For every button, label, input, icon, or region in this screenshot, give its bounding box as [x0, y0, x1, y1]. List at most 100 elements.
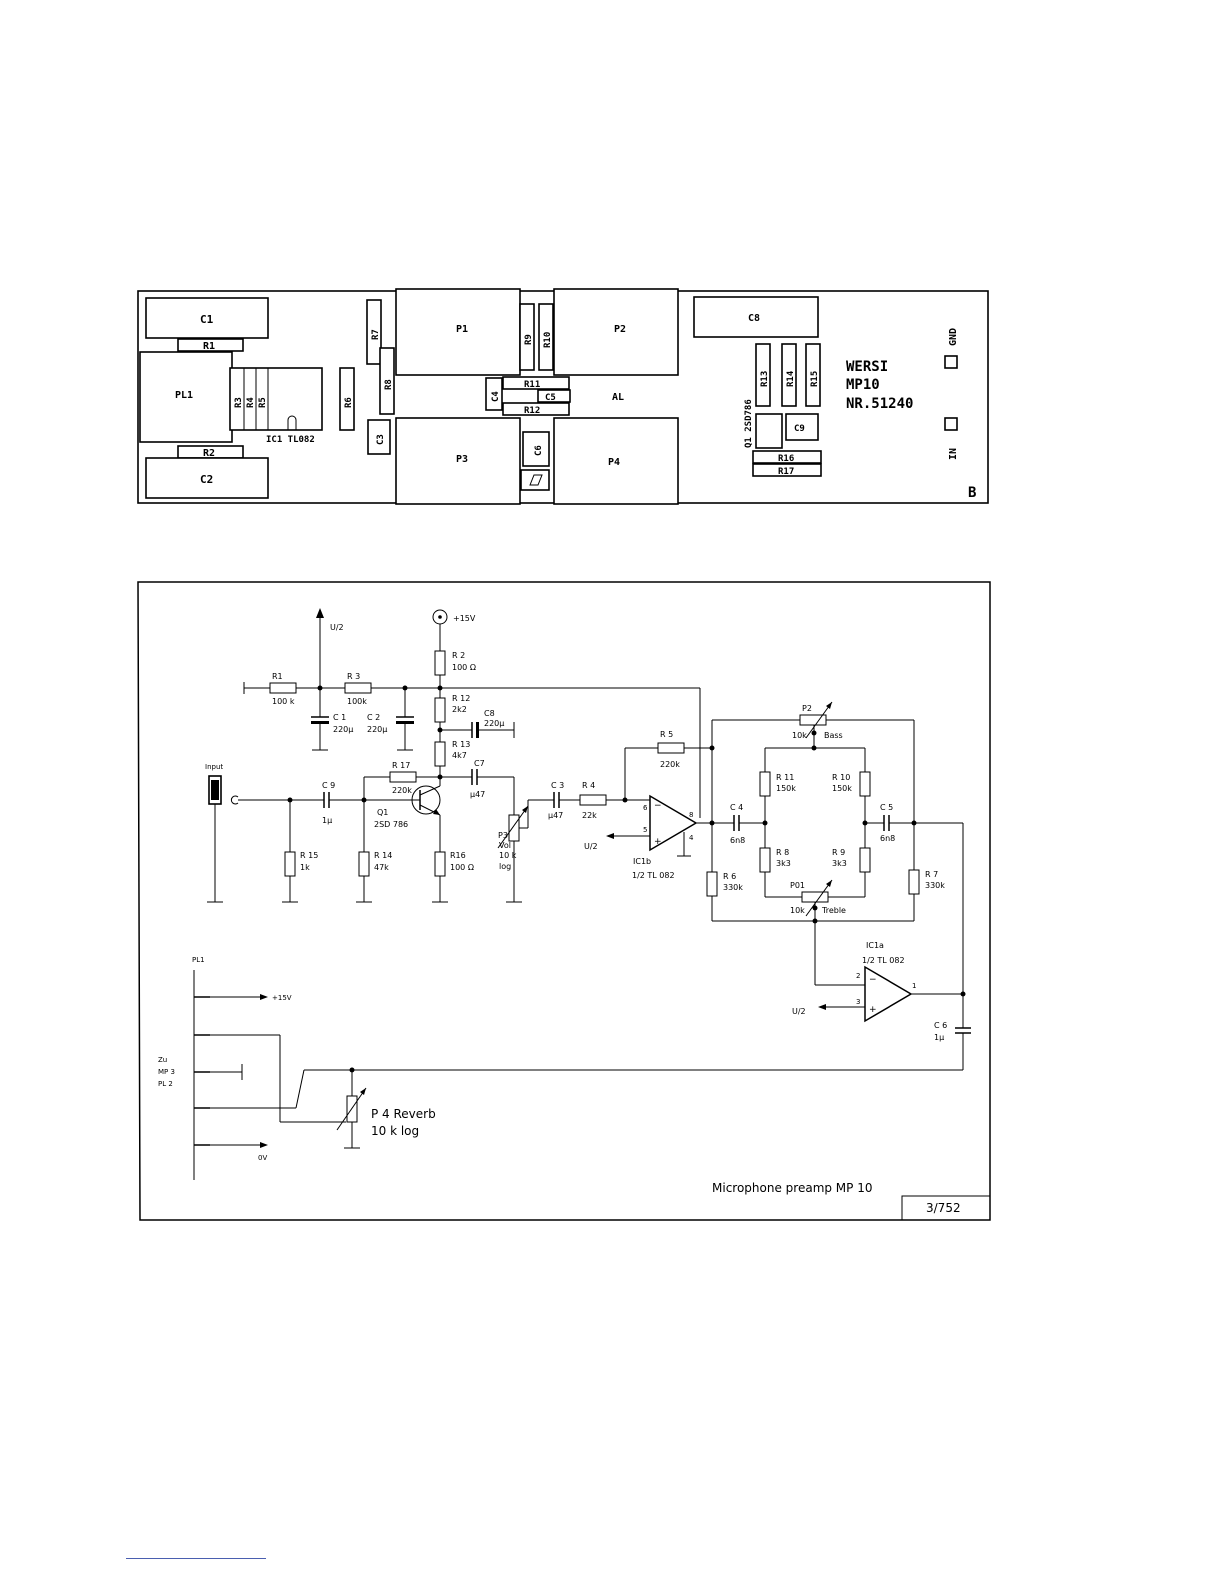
- pcb-c9: [785, 413, 819, 441]
- pcb-c6-label: C6: [534, 445, 544, 456]
- c3-name: C 3: [551, 781, 564, 790]
- pcb-board-letter: B: [968, 485, 976, 501]
- r5: [657, 742, 685, 754]
- pcb-layout: C1 R1 PL1 R2 C2 R3 R4 R5 IC1 TL082 R6 R7…: [137, 288, 989, 505]
- p4-value: 10 k log: [371, 1124, 419, 1138]
- r14-value: 47k: [374, 863, 389, 872]
- c2-value: 220μ: [367, 725, 387, 734]
- u-half-label: U/2: [330, 623, 344, 632]
- r10-name: R 10: [832, 773, 850, 782]
- c1-value: 220μ: [333, 725, 353, 734]
- c3-value: μ47: [548, 811, 563, 820]
- pcb-r15: [805, 343, 821, 407]
- pcb-c9-label: C9: [794, 424, 805, 434]
- pcb-p3-label: P3: [456, 454, 468, 465]
- r5-name: R 5: [660, 730, 673, 739]
- r1: [269, 682, 297, 694]
- pcb-r13-label: R13: [760, 371, 770, 387]
- pcb-c4: [485, 377, 503, 411]
- pcb-c1-label: C1: [200, 313, 214, 326]
- r1-name: R1: [272, 672, 283, 681]
- pcb-r5-label: R5: [258, 397, 268, 408]
- r16-name: R16: [450, 851, 466, 860]
- r3: [344, 682, 372, 694]
- pcb-r11-label: R11: [524, 380, 540, 390]
- r9: [859, 847, 871, 873]
- r4-name: R 4: [582, 781, 595, 790]
- input-label: Input: [205, 763, 223, 771]
- r16: [434, 851, 446, 877]
- r8-name: R 8: [776, 848, 789, 857]
- pcb-c3: [367, 419, 391, 455]
- pcb-part-number: NR.51240: [846, 396, 913, 412]
- pcb-r17-label: R17: [778, 467, 794, 477]
- svg-text:+: +: [869, 1005, 877, 1015]
- p2-name: P2: [802, 704, 812, 713]
- pcb-r7: [366, 299, 382, 365]
- p4-reverb-pot: [346, 1095, 358, 1123]
- r6-name: R 6: [723, 872, 736, 881]
- r11: [759, 771, 771, 797]
- p3-line4: log: [499, 862, 511, 871]
- pcb-q1-label: Q1 2SD786: [744, 399, 754, 448]
- supply-terminal: [432, 609, 448, 625]
- p4-name: P 4 Reverb: [371, 1107, 436, 1121]
- c7-value: μ47: [470, 790, 485, 799]
- q1-name: Q1: [377, 808, 388, 817]
- r2: [434, 650, 446, 676]
- pcb-c5: [537, 389, 571, 403]
- r7-name: R 7: [925, 870, 938, 879]
- pcb-q1: [755, 413, 783, 449]
- q1-transistor: [411, 785, 441, 815]
- pcb-c1: [145, 297, 269, 339]
- svg-text:−: −: [654, 801, 662, 811]
- ic1b-u-half: U/2: [584, 842, 598, 851]
- p3-line2: Vol: [499, 841, 511, 850]
- schematic-frame: [137, 581, 991, 1221]
- pcb-c2-label: C2: [200, 473, 213, 486]
- p3-volume-pot: [508, 814, 520, 842]
- pcb-ic1-label: IC1 TL082: [266, 435, 315, 445]
- r17-name: R 17: [392, 761, 410, 770]
- connector-label-3: PL 2: [158, 1080, 173, 1088]
- pcb-r3-label: R3: [234, 397, 244, 408]
- r17-value: 220k: [392, 786, 412, 795]
- ic1a-name: IC1a: [866, 941, 884, 950]
- c8-value: 220μ: [484, 719, 504, 728]
- connector-label-2: MP 3: [158, 1068, 175, 1076]
- ic1b-name: IC1b: [633, 857, 651, 866]
- pcb-p2: [553, 288, 679, 376]
- schematic-title: Microphone preamp MP 10: [712, 1181, 872, 1195]
- ic1a-pin3: 3: [856, 998, 860, 1006]
- connector-pl1-label: PL1: [192, 956, 205, 964]
- pcb-r10-label: R10: [543, 332, 553, 348]
- pcb-r17: [752, 463, 822, 477]
- pcb-ic1: [229, 367, 323, 431]
- connector-plus15: +15V: [272, 994, 292, 1002]
- pcb-r16-label: R16: [778, 454, 794, 464]
- pcb-c2: [145, 457, 269, 499]
- svg-text:+: +: [654, 837, 662, 847]
- c9-value: 1μ: [322, 816, 332, 825]
- pcb-r2-label: R2: [203, 448, 215, 459]
- r2-name: R 2: [452, 651, 465, 660]
- r6: [706, 871, 718, 897]
- pcb-in-label: IN: [948, 448, 959, 460]
- r2-value: 100 Ω: [452, 663, 476, 672]
- pcb-r1-label: R1: [203, 341, 215, 352]
- pcb-r9-label: R9: [524, 334, 534, 345]
- p2-function: Bass: [824, 731, 843, 740]
- p3-line3: 10 k: [499, 851, 517, 860]
- r15-name: R 15: [300, 851, 318, 860]
- p01-value: 10k: [790, 906, 805, 915]
- ic1b-pin-minus: 6: [643, 804, 648, 812]
- c1-name: C 1: [333, 713, 346, 722]
- pcb-r12-label: R12: [524, 406, 540, 416]
- pcb-r9: [519, 303, 535, 371]
- ic1b-opamp: [649, 794, 698, 852]
- pcb-c8: [693, 296, 819, 338]
- r10-value: 150k: [832, 784, 852, 793]
- c4-value: 6n8: [730, 836, 745, 845]
- c2-name: C 2: [367, 713, 380, 722]
- pcb-c4-label: C4: [491, 391, 501, 402]
